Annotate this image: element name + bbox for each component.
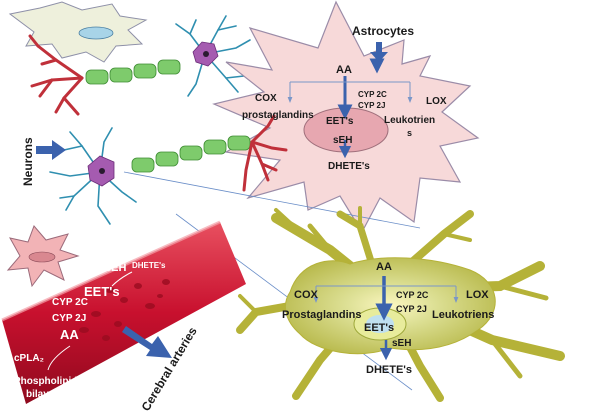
astrocyte-small-vessel	[6, 225, 80, 288]
artery-bilayer: bilayer	[26, 389, 58, 400]
astrocyte-pathway-arrows	[287, 54, 413, 159]
neuron-prostaglandins: Prostaglandins	[282, 309, 361, 321]
neurons-label: Neurons	[21, 137, 35, 186]
astrocytes-arrow	[370, 42, 388, 62]
artery-cyp2j: CYP 2J	[52, 313, 86, 324]
astro-prostaglandins: prostaglandins	[242, 110, 314, 121]
astro-eets: EET's	[326, 116, 354, 127]
astro-cyp2j: CYP 2J	[358, 101, 385, 110]
astro-dhetes: DHETE's	[328, 161, 370, 172]
astro-cyp2c: CYP 2C	[358, 90, 387, 99]
neuron-eets: EET's	[364, 322, 394, 334]
artery-dhetes: DHETE's	[132, 261, 166, 270]
astrocytes-label: Astrocytes	[352, 24, 414, 38]
neuron-aa: AA	[376, 261, 392, 273]
astro-lox: LOX	[426, 96, 447, 107]
astrocyte-small-top	[8, 1, 148, 63]
neuron-pathway-arrows	[313, 276, 459, 361]
neuron-cox: COX	[294, 289, 319, 301]
cerebral-artery-vessel	[1, 220, 246, 404]
neuron-dhetes: DHETE's	[366, 364, 412, 376]
artery-cpla2: cPLA₂	[14, 353, 44, 364]
astro-seh: sEH	[333, 135, 352, 146]
artery-cyp2c: CYP 2C	[52, 297, 88, 308]
neurons-pointer-arrow	[36, 140, 66, 160]
artery-eets: EET's	[84, 284, 120, 299]
astro-leukotriens: Leukotrien	[384, 115, 435, 126]
artery-phospholipid: Phospholipid	[14, 376, 77, 387]
astro-aa: AA	[336, 64, 352, 76]
artery-aa: AA	[60, 327, 79, 342]
artery-labels: sEH DHETE's CYP 2C EET's CYP 2J AA cPLA₂…	[14, 261, 166, 400]
astrocyte-labels: AA COX prostaglandins CYP 2C CYP 2J LOX …	[242, 64, 447, 172]
astro-cox: COX	[255, 93, 277, 104]
cerebral-arteries-label: Cerebral arteries	[139, 324, 200, 413]
artery-seh: sEH	[105, 262, 126, 274]
neuron-cyp2j: CYP 2J	[396, 304, 427, 314]
neuron-leukotriens: Leukotriens	[432, 309, 494, 321]
astro-leukotriens-suffix: s	[407, 128, 412, 138]
neuron-middle	[49, 114, 288, 225]
neuron-lox: LOX	[466, 289, 489, 301]
neuron-cyp2c: CYP 2C	[396, 290, 429, 300]
neuron-top	[28, 15, 251, 116]
neuron-seh: sEH	[392, 338, 411, 349]
vessel-direction-arrow	[122, 326, 172, 358]
neuron-labels: AA COX CYP 2C LOX Prostaglandins CYP 2J …	[282, 261, 494, 376]
